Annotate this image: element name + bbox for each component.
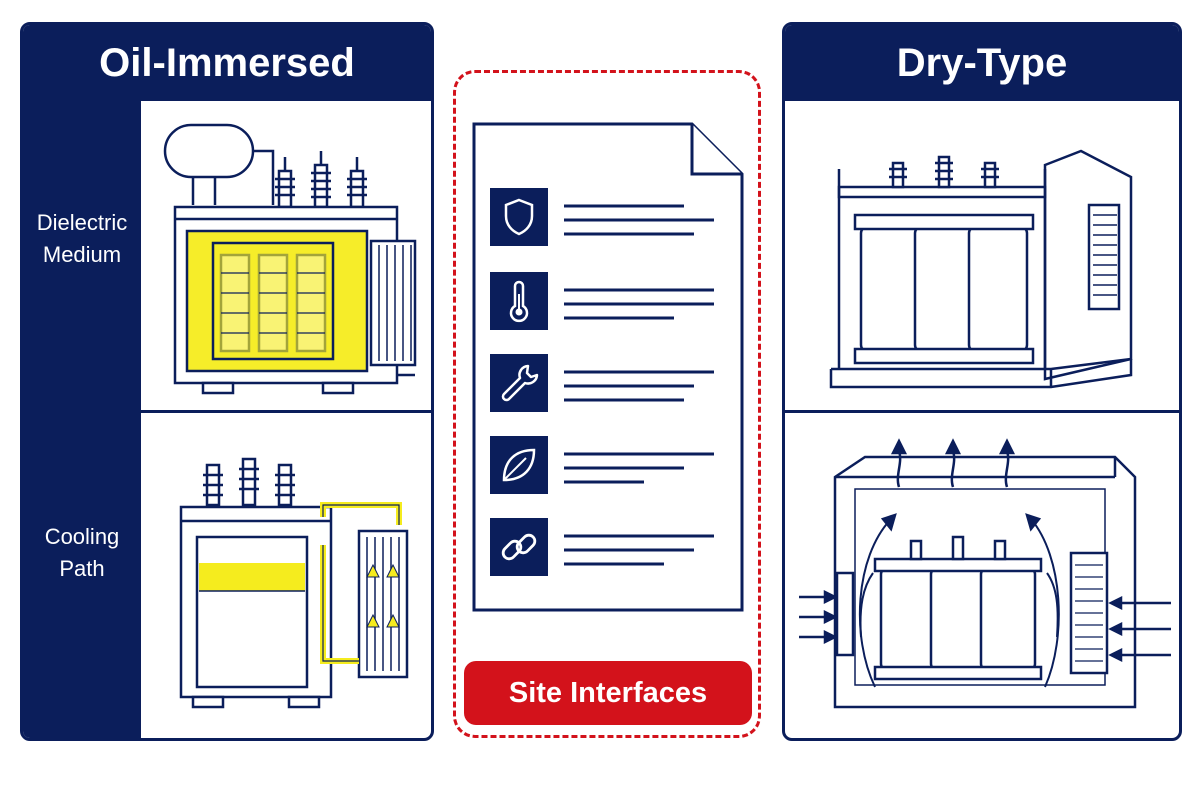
wrench-icon bbox=[490, 354, 548, 412]
oil-immersed-title: Oil-Immersed bbox=[23, 25, 431, 101]
checklist-lines-2 bbox=[564, 288, 714, 320]
dry-row-divider bbox=[785, 410, 1179, 413]
oil-row-divider bbox=[23, 410, 431, 413]
oil-side-column: Dielectric Medium Cooling Path bbox=[23, 101, 141, 738]
checklist-lines-3 bbox=[564, 370, 714, 402]
dry-transformer-illustration bbox=[829, 149, 1133, 389]
link-icon bbox=[490, 518, 548, 576]
shield-icon bbox=[490, 188, 548, 246]
site-interfaces-button[interactable]: Site Interfaces bbox=[464, 661, 752, 725]
oil-transformer-dielectric-illustration bbox=[163, 123, 417, 395]
oil-immersed-panel: Oil-Immersed Dielectric Medium Cooling P… bbox=[20, 22, 434, 741]
dielectric-medium-label: Dielectric Medium bbox=[36, 210, 128, 267]
dry-cooling-airflow-illustration bbox=[799, 438, 1171, 709]
checklist-lines-4 bbox=[564, 452, 714, 484]
cooling-path-label: Cooling Path bbox=[44, 524, 120, 581]
thermometer-icon bbox=[490, 272, 548, 330]
checklist-lines-1 bbox=[564, 204, 714, 236]
oil-cooling-path-illustration bbox=[179, 457, 409, 709]
dry-type-title: Dry-Type bbox=[785, 25, 1179, 101]
leaf-icon bbox=[490, 436, 548, 494]
dry-type-panel: Dry-Type bbox=[782, 22, 1182, 741]
site-interfaces-dashed-frame bbox=[453, 70, 761, 738]
checklist-lines-5 bbox=[564, 534, 714, 566]
